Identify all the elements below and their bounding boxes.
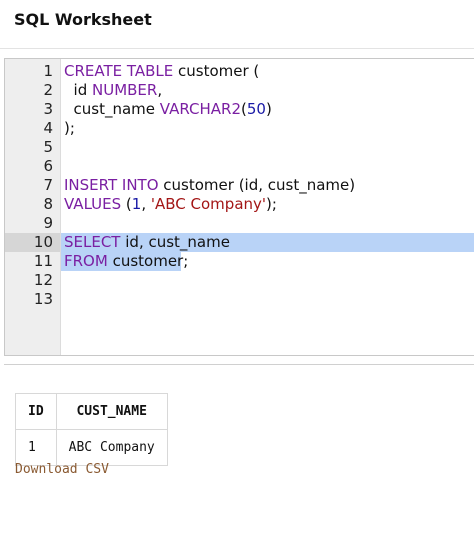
line-number: 1	[43, 62, 53, 80]
line-number: 9	[43, 214, 53, 232]
results-divider	[4, 364, 474, 365]
code-token: );	[266, 195, 277, 213]
code-token: 1	[131, 195, 142, 213]
code-token: NUMBER	[92, 81, 158, 99]
selection-highlight	[61, 233, 474, 252]
line-number: 12	[33, 271, 53, 289]
line-number: 2	[43, 81, 53, 99]
code-line[interactable]: VALUES (1, 'ABC Company');	[64, 195, 277, 214]
code-token: VALUES	[64, 195, 122, 213]
line-number-gutter	[5, 59, 61, 355]
column-header-id: ID	[15, 393, 57, 430]
code-token: 50	[246, 100, 266, 118]
code-token: FROM	[64, 252, 108, 270]
line-number: 13	[33, 290, 53, 308]
column-header-cust-name: CUST_NAME	[55, 393, 168, 430]
cell-cust-name: ABC Company	[55, 429, 168, 466]
code-line[interactable]: id NUMBER,	[64, 81, 163, 100]
code-token: ,	[141, 195, 151, 213]
code-token: id, cust_name	[120, 233, 230, 251]
worksheet-header: SQL Worksheet	[0, 0, 474, 49]
download-csv-link[interactable]: Download CSV	[15, 462, 109, 477]
code-token: (	[241, 100, 247, 118]
results-table: ID CUST_NAME 1 ABC Company	[15, 393, 168, 466]
line-number: 3	[43, 100, 53, 118]
code-token: SELECT	[64, 233, 121, 251]
code-token: CREATE TABLE	[64, 62, 174, 80]
code-token: customer (id, cust_name)	[158, 176, 356, 194]
code-line[interactable]: cust_name VARCHAR2(50)	[64, 100, 272, 119]
code-token: VARCHAR2	[159, 100, 242, 118]
code-token: (	[121, 195, 132, 213]
line-number: 6	[43, 157, 53, 175]
code-token: );	[64, 119, 75, 137]
code-token: INSERT INTO	[64, 176, 159, 194]
line-number: 10	[5, 233, 60, 252]
code-token: 'ABC Company'	[150, 195, 267, 213]
line-number: 8	[43, 195, 53, 213]
selection-highlight	[61, 252, 181, 271]
code-line[interactable]: CREATE TABLE customer (	[64, 62, 259, 81]
line-number: 7	[43, 176, 53, 194]
code-token: id	[64, 81, 92, 99]
code-token: cust_name	[64, 100, 160, 118]
results-header-row: ID CUST_NAME	[15, 393, 168, 430]
code-line[interactable]: INSERT INTO customer (id, cust_name)	[64, 176, 355, 195]
code-token: )	[265, 100, 272, 118]
page-title: SQL Worksheet	[14, 10, 152, 29]
code-line[interactable]: );	[64, 119, 75, 138]
table-row: 1 ABC Company	[15, 429, 168, 466]
code-token: customer;	[107, 252, 189, 270]
line-number: 11	[33, 252, 53, 270]
code-token: customer (	[173, 62, 260, 80]
cell-id: 1	[15, 429, 57, 466]
code-line[interactable]: FROM customer;	[64, 252, 188, 271]
line-number: 4	[43, 119, 53, 137]
line-number: 5	[43, 138, 53, 156]
code-line[interactable]: SELECT id, cust_name	[64, 233, 230, 252]
code-token: ,	[157, 81, 163, 99]
